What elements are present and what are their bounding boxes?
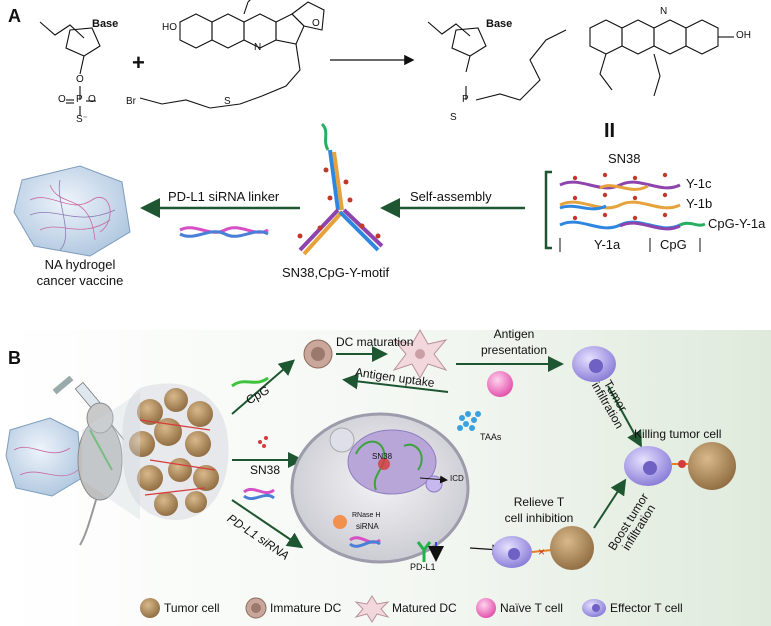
hydrogel-label-line1: NA hydrogel [44,257,116,272]
cpg-arrow [231,359,296,415]
relieve-label-1: Relieve T [513,495,565,509]
strand-y1c [559,180,681,191]
linker-s-label: S [224,96,231,107]
rnase-sirna-complex [333,515,381,548]
motif-label: SN38,CpG-Y-motif [282,265,390,280]
antigen-presentation-label-1: Antigen [493,327,535,341]
strand-cpg-y1a [559,220,706,231]
tumor-cell-icon [140,598,160,618]
panel-a-letter: A [8,6,21,26]
zoom-cone [82,392,140,520]
strand-y1b-label: Y-1b [686,196,713,211]
linker-br-label: Br [126,96,136,107]
hydrogel-label-line2: cancer vaccine [36,273,124,288]
strand-y1c-label: Y-1c [686,176,712,191]
tumor-cell-bottom [550,526,594,570]
tumor-infiltration-arrow [607,385,642,448]
reactant-o-right-label: O [88,94,96,105]
legend-matured-dc: Matured DC [392,601,457,615]
sn38-drug-dots [572,172,668,221]
product-s-label: S [450,112,457,123]
injected-hydrogel [5,417,83,497]
plus-sign: + [132,50,145,75]
panel-b-letter: B [8,348,21,368]
product-conjugate [427,19,734,101]
reactant-p-label: P [76,94,83,105]
killing-label: Killing tumor cell [634,427,722,441]
naive-t-cell [487,371,513,397]
segment-y1a-label: Y-1a [594,237,621,252]
product-p-label: P [462,94,469,105]
rnase-h-label: RNase H [352,512,381,519]
tumor-mass [122,383,229,520]
strand-cpg-y1a-label: CpG-Y-1a [708,216,766,231]
sn38-inner-label: SN38 [372,452,393,461]
matured-dc-icon [354,595,390,623]
legend-naive-t-cell: Naïve T cell [500,601,563,615]
tumor-cell-target [688,442,736,490]
sirna-strand [243,487,275,501]
sn38-strand-label: SN38 [608,151,641,166]
effector-t-cell-icon [582,599,606,617]
taas-label: TAAs [480,432,502,442]
strand-bracket [544,170,552,250]
segment-bracket [559,238,701,252]
dc-maturation-label: DC maturation [336,335,414,349]
icd-label: ICD [450,474,464,483]
mouse [77,402,123,546]
legend-tumor-cell: Tumor cell [164,601,220,615]
reactant-sn38-linker [139,0,325,109]
reactant-base-label: Base [92,18,119,30]
product-oh-label: OH [736,30,751,41]
reactant-o-double-label: O [58,94,66,105]
self-assembly-label: Self-assembly [410,189,492,204]
naive-t-cell-icon [476,598,496,618]
relieve-label-2: cell inhibition [504,511,574,525]
antigen-presentation-label-2: presentation [480,343,548,357]
antigen-uptake-arrow [342,373,449,393]
reactant-nucleotide [39,21,101,116]
sn38-label: SN38 [250,463,281,477]
sn38-molecule [258,436,268,448]
tumor-cell-large [290,412,470,564]
na-hydrogel [13,165,131,257]
segment-cpg-label: CpG [660,237,687,252]
sirna-inner-label: siRNA [356,522,379,531]
sirna-arrow [231,499,304,549]
immature-dc [303,339,333,369]
reactant-o-label: O [76,74,84,85]
pdl1-receptor [416,541,444,562]
immature-dc-icon [245,597,267,619]
sn38-n-label: N [254,42,262,53]
equivalence-sign: II [604,120,616,142]
pdl1-label: PD-L1 [410,562,436,572]
strand-y1b [559,200,681,211]
product-base-label: Base [486,18,513,30]
sn38-ho-label: HO [162,22,177,33]
icd-arrow [419,475,448,484]
y-motif [297,122,384,256]
svg-text:×: × [538,545,545,559]
legend-immature-dc: Immature DC [270,601,342,615]
sirna-linker [179,226,269,238]
sn38-o1-label: O [312,18,320,29]
reactant-s-label: S⁻ [76,114,88,125]
legend-effector-t-cell: Effector T cell [610,601,683,615]
linker-label: PD-L1 siRNA linker [168,189,280,204]
boost-arrow [593,478,627,529]
product-n-label: N [660,6,668,17]
cpg-strand [231,376,269,388]
taas-cluster [457,411,481,431]
